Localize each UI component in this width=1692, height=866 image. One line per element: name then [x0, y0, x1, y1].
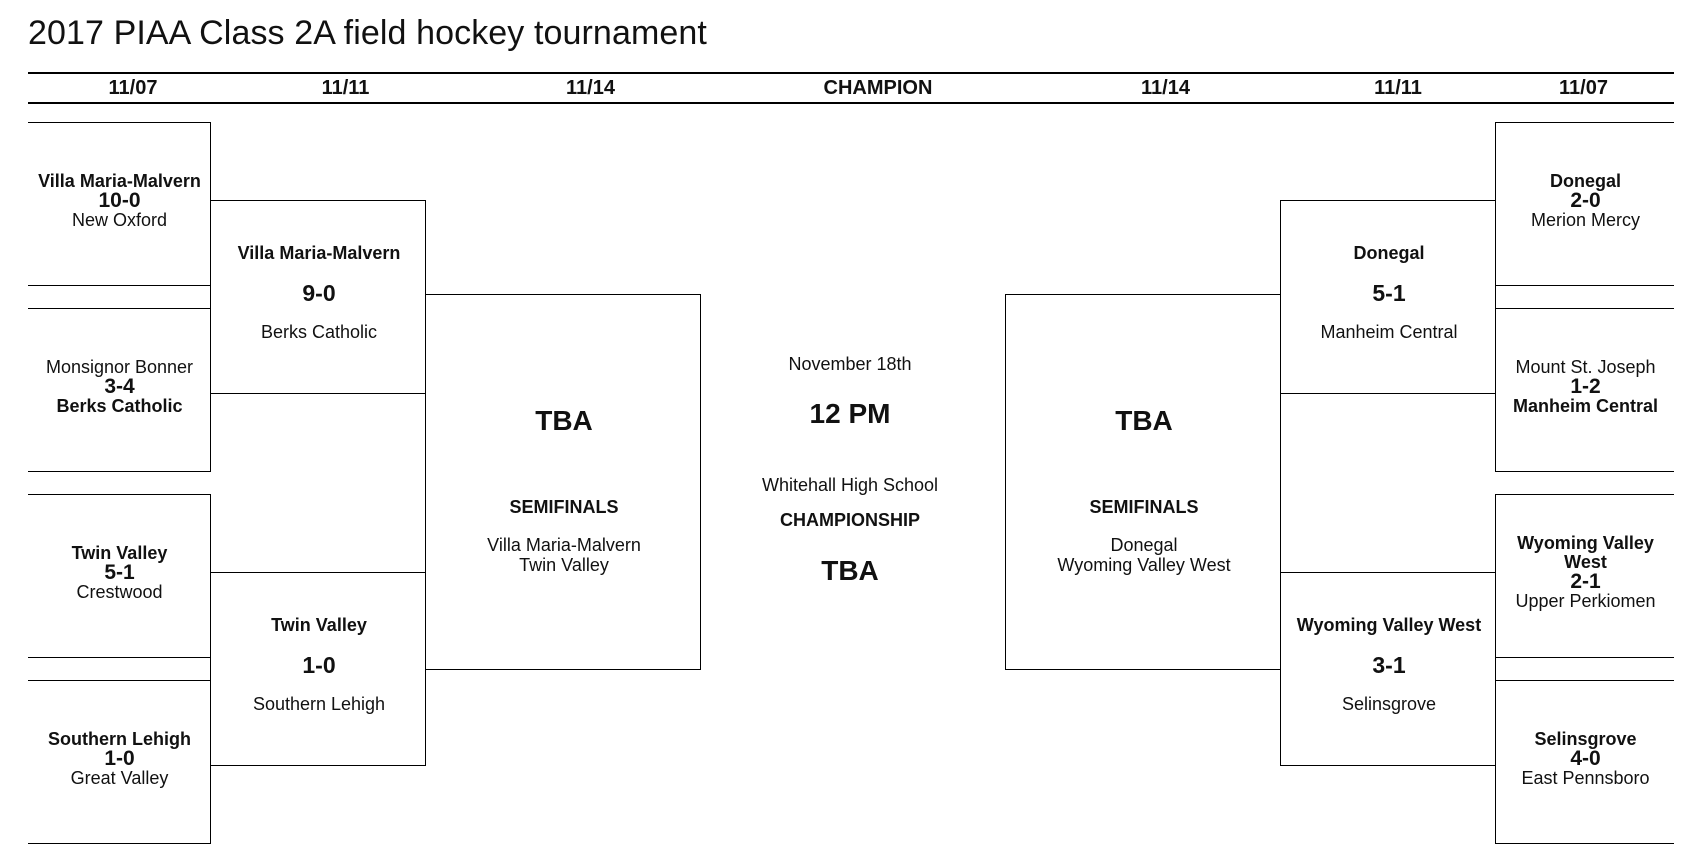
championship-venue: Whitehall High School	[761, 475, 939, 495]
left-round1-match-3: Twin Valley 5-1 Crestwood	[28, 494, 211, 658]
team-loser: Manheim Central	[1320, 322, 1458, 342]
team-winner: Villa Maria-Malvern	[237, 243, 401, 263]
page-title: 2017 PIAA Class 2A field hockey tourname…	[28, 14, 707, 52]
header-semis-right: 11/14	[1141, 77, 1190, 99]
team-winner: Donegal	[1353, 243, 1425, 263]
match-score: 2-1	[1570, 570, 1601, 593]
team-winner: Villa Maria-Malvern	[38, 171, 201, 191]
semifinal-team-1: Villa Maria-Malvern	[487, 535, 641, 555]
semifinal-team-2: Wyoming Valley West	[1057, 555, 1231, 575]
match-score: 1-0	[302, 652, 336, 678]
match-score: 9-0	[302, 280, 336, 306]
team-loser: Selinsgrove	[1341, 694, 1437, 714]
left-quarterfinal-1: Villa Maria-Malvern 9-0 Berks Catholic	[210, 200, 426, 394]
match-score: 4-0	[1570, 747, 1601, 770]
round-date-header: 11/07 11/11 11/14 CHAMPION 11/14 11/11 1…	[28, 72, 1674, 104]
team-loser: Great Valley	[70, 768, 169, 788]
match-score: 2-0	[1570, 189, 1601, 212]
team-loser: Mount St. Joseph	[1515, 357, 1656, 377]
championship-result: TBA	[821, 555, 879, 586]
header-quarters-left: 11/11	[321, 77, 370, 99]
team-winner-line-1: Wyoming Valley	[1517, 533, 1654, 553]
header-quarters-right: 11/11	[1374, 77, 1422, 99]
team-winner: Twin Valley	[271, 615, 367, 635]
left-round1-match-1: Villa Maria-Malvern 10-0 New Oxford	[28, 122, 211, 286]
match-score: 5-1	[1372, 280, 1406, 306]
team-loser: East Pennsboro	[1521, 768, 1650, 788]
header-round1-right: 11/07	[1559, 77, 1608, 99]
header-semis-left: 11/14	[566, 77, 615, 99]
header-round1-left: 11/07	[108, 77, 158, 99]
team-loser: Berks Catholic	[260, 322, 378, 342]
team-loser: Crestwood	[76, 582, 163, 602]
right-quarterfinal-1: Donegal 5-1 Manheim Central	[1280, 200, 1496, 394]
team-winner: Manheim Central	[1512, 396, 1659, 416]
match-score: 5-1	[104, 561, 135, 584]
team-loser: Merion Mercy	[1530, 210, 1641, 230]
match-score: 3-1	[1372, 652, 1406, 678]
match-score: 1-0	[104, 747, 135, 770]
team-winner: Selinsgrove	[1534, 729, 1637, 749]
right-semifinal: TBA SEMIFINALS Donegal Wyoming Valley We…	[1005, 294, 1281, 670]
championship-date: November 18th	[788, 354, 912, 374]
match-score: 10-0	[98, 189, 141, 212]
right-round1-match-1: Donegal 2-0 Merion Mercy	[1495, 122, 1674, 286]
left-semifinal: TBA SEMIFINALS Villa Maria-Malvern Twin …	[425, 294, 701, 670]
team-loser: Monsignor Bonner	[45, 357, 194, 377]
right-quarterfinal-2: Wyoming Valley West 3-1 Selinsgrove	[1280, 572, 1496, 766]
right-round1-match-2: Mount St. Joseph 1-2 Manheim Central	[1495, 308, 1674, 472]
right-round1-match-3: Wyoming Valley West 2-1 Upper Perkiomen	[1495, 494, 1674, 658]
semifinal-label: SEMIFINALS	[1089, 497, 1199, 517]
team-winner: Wyoming Valley West	[1296, 615, 1482, 635]
semifinal-label: SEMIFINALS	[509, 497, 619, 517]
header-champion: CHAMPION	[823, 77, 933, 99]
left-round1-match-2: Monsignor Bonner 3-4 Berks Catholic	[28, 308, 211, 472]
team-winner: Twin Valley	[71, 543, 168, 563]
team-winner: Southern Lehigh	[48, 729, 191, 749]
team-winner-line-2: West	[1564, 552, 1607, 572]
team-winner: Berks Catholic	[56, 396, 183, 416]
left-round1-match-4: Southern Lehigh 1-0 Great Valley	[28, 680, 211, 844]
left-quarterfinal-2: Twin Valley 1-0 Southern Lehigh	[210, 572, 426, 766]
team-loser: Upper Perkiomen	[1515, 591, 1656, 611]
right-round1-match-4: Selinsgrove 4-0 East Pennsboro	[1495, 680, 1674, 844]
team-winner: Donegal	[1549, 171, 1621, 191]
semifinal-team-2: Twin Valley	[519, 555, 609, 575]
match-score: 1-2	[1570, 375, 1601, 398]
semifinal-team-1: Donegal	[1110, 535, 1178, 555]
team-loser: New Oxford	[71, 210, 168, 230]
match-score: 3-4	[104, 375, 135, 398]
championship-time: 12 PM	[809, 398, 891, 429]
team-loser: Southern Lehigh	[252, 694, 386, 714]
semifinal-result: TBA	[1115, 405, 1173, 436]
championship-label: CHAMPIONSHIP	[779, 510, 920, 530]
semifinal-result: TBA	[535, 405, 593, 436]
